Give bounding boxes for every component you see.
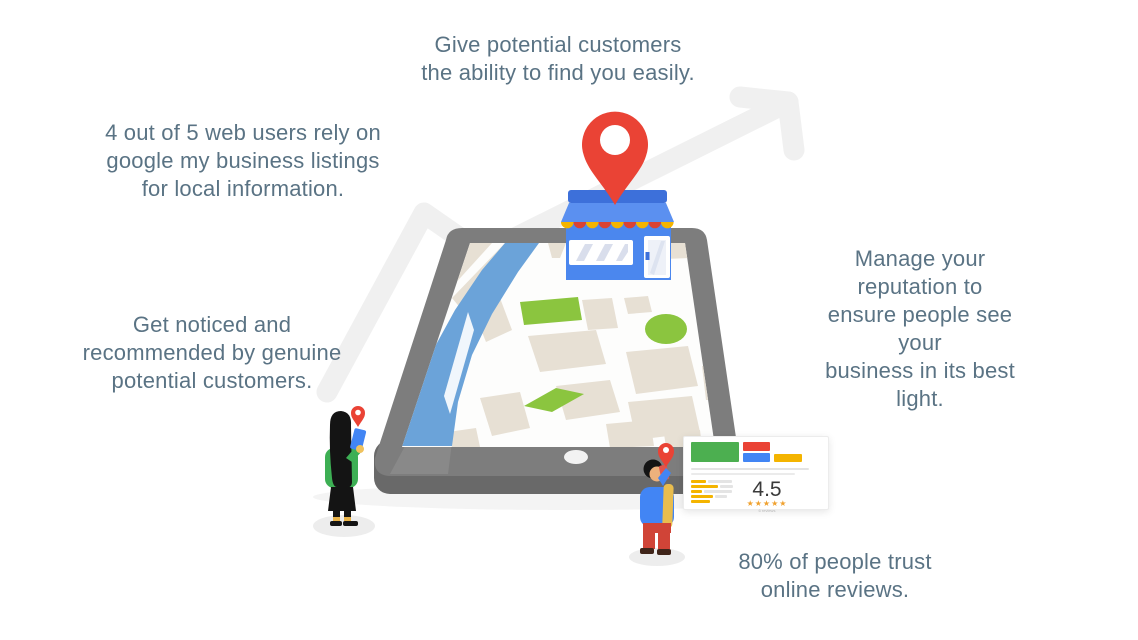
man-figure <box>629 443 685 566</box>
callout-trust-reviews: 80% of people trust online reviews. <box>738 549 932 602</box>
review-card: 4.5 ★★★★★ 6 reviews <box>683 436 829 513</box>
home-button <box>564 450 588 464</box>
woman-shadow <box>313 515 375 537</box>
tablet <box>374 228 742 494</box>
review-block-green <box>691 442 739 462</box>
star-rating-icons: ★★★★★ <box>746 499 788 508</box>
store-window <box>576 244 628 261</box>
rating-distribution-bars <box>691 480 741 513</box>
man-pin-icon <box>658 443 674 467</box>
review-block-yellow <box>774 454 802 462</box>
review-rating: 4.5 <box>752 478 782 501</box>
divider <box>691 468 809 470</box>
woman-hair <box>329 411 352 488</box>
map-parks <box>520 297 687 412</box>
callout-reputation: Manage your reputation to ensure people … <box>825 246 1015 411</box>
man-shadow <box>629 548 685 566</box>
callout-get-noticed: Get noticed and recommended by genuine p… <box>82 312 342 393</box>
woman-figure <box>313 406 375 537</box>
awning-yellow-scallops <box>561 222 674 229</box>
store-icon <box>561 190 674 280</box>
map <box>402 243 715 447</box>
callout-web-users: 4 out of 5 web users rely on google my b… <box>105 120 381 201</box>
callout-find-easily: Give potential customers the ability to … <box>421 32 695 85</box>
map-pin-icon <box>582 111 648 205</box>
store-door <box>644 236 670 278</box>
reviews-count: 6 reviews <box>758 508 776 513</box>
divider <box>691 473 795 475</box>
review-card-header <box>691 442 821 463</box>
map-river <box>402 243 539 446</box>
awning-red-scallops <box>573 222 662 229</box>
woman-pin-icon <box>351 406 365 427</box>
review-block-blue <box>743 453 770 462</box>
review-block-red <box>743 442 770 451</box>
